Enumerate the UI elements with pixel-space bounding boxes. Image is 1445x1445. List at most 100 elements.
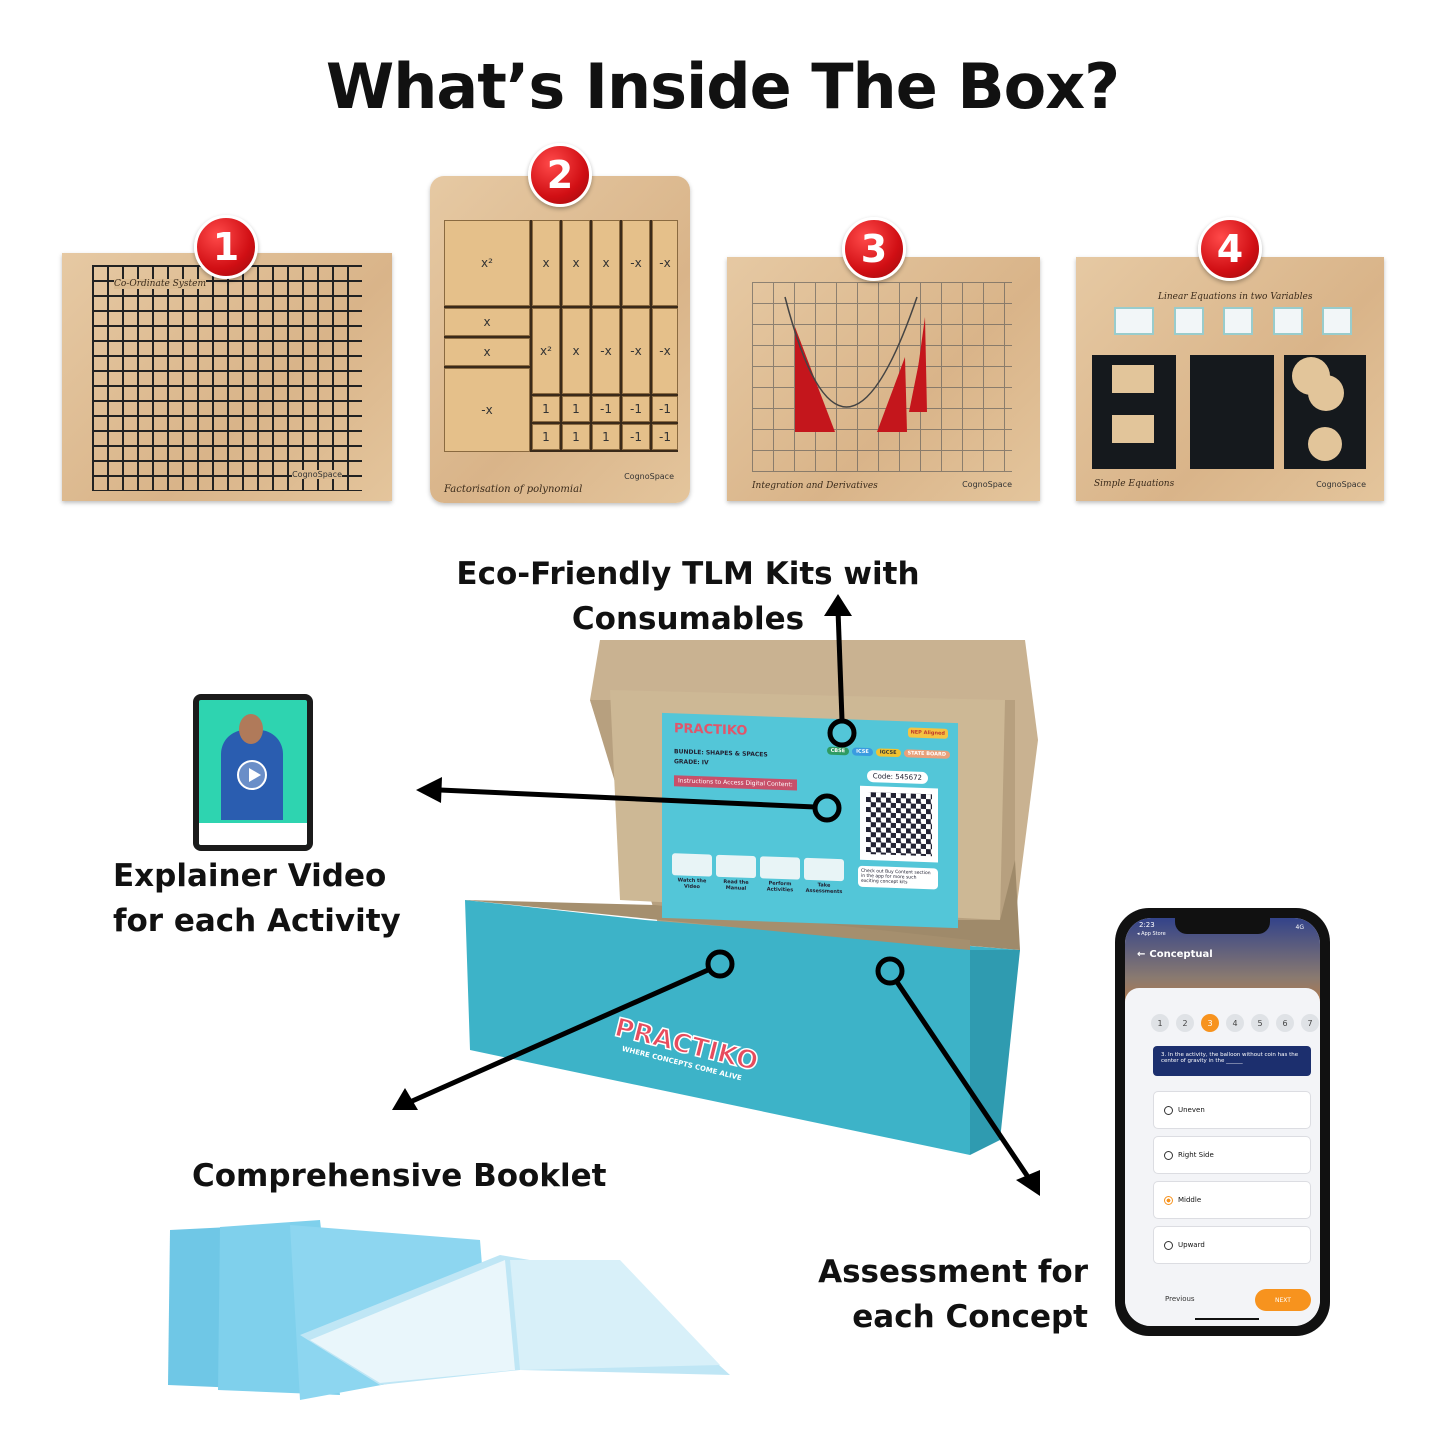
radio-icon[interactable]: [1164, 1240, 1173, 1250]
caption-line: Explainer Video: [113, 858, 387, 894]
home-indicator: [1195, 1318, 1259, 1320]
answer-option[interactable]: Middle: [1153, 1181, 1311, 1219]
option-label: Upward: [1178, 1241, 1205, 1249]
algebra-tile: 1: [562, 424, 590, 450]
algebra-tile: -x: [622, 308, 650, 394]
brand-logo: CognoSpace: [292, 470, 342, 479]
step-3[interactable]: 3: [1201, 1014, 1219, 1032]
previous-button[interactable]: Previous: [1165, 1295, 1195, 1303]
box-insert-brand: PRACTIKO: [674, 721, 748, 739]
next-button[interactable]: NEXT: [1255, 1289, 1311, 1311]
usage-step-label: Watch the Video: [677, 877, 707, 891]
coin: [1308, 375, 1344, 411]
algebra-tile: -x: [444, 368, 530, 452]
step-5[interactable]: 5: [1251, 1014, 1269, 1032]
usage-step: Watch the Video: [672, 853, 712, 890]
algebra-tile: x²: [444, 220, 530, 306]
option-label: Right Side: [1178, 1151, 1214, 1159]
radio-icon[interactable]: [1164, 1150, 1173, 1160]
kit-coordinate-board: Co-Ordinate System CognoSpace: [62, 253, 392, 501]
instructions: Instructions to Access Digital Content:: [674, 775, 797, 791]
algebra-tile: x: [444, 338, 530, 366]
badge-2: 2: [528, 143, 592, 207]
radio-icon[interactable]: [1164, 1105, 1173, 1115]
arrowhead-icon: [392, 1088, 418, 1110]
arrowhead-icon: [1016, 1170, 1040, 1196]
kit-label: Linear Equations in two Variables: [1158, 292, 1313, 302]
usage-step-label: Perform Activities: [766, 880, 794, 894]
algebra-tile: x: [444, 308, 530, 336]
step-4[interactable]: 4: [1226, 1014, 1244, 1032]
arrowhead-icon: [416, 777, 442, 803]
kit-label: Factorisation of polynomial: [444, 484, 583, 495]
status-network: 4G: [1295, 924, 1304, 931]
curve-cutouts: [784, 296, 927, 432]
usage-step-label: Take Assessments: [805, 882, 843, 896]
algebra-tile: x: [592, 220, 620, 306]
status-back-app[interactable]: ◂ App Store: [1137, 931, 1166, 937]
algebra-tile: 1: [592, 424, 620, 450]
kit-linear-equations-board: Linear Equations in two Variables Simple…: [1076, 257, 1384, 501]
step-7[interactable]: 7: [1301, 1014, 1319, 1032]
kit-integration-board: Integration and Derivatives CognoSpace: [727, 257, 1040, 501]
algebra-tile: 1: [562, 396, 590, 422]
answer-option[interactable]: Uneven: [1153, 1091, 1311, 1129]
usage-steps: Watch the Video Read the Manual Perform …: [672, 853, 844, 895]
caption-video: Explainer Video for each Activity: [113, 854, 401, 944]
notch: [1175, 918, 1270, 934]
symbol-cards: [1114, 307, 1352, 335]
caption-assessment: Assessment for each Concept: [780, 1250, 1088, 1340]
tile: [1112, 415, 1154, 443]
algebra-tile: 1: [532, 424, 560, 450]
usage-step-label: Read the Manual: [723, 878, 749, 892]
brand-logo: CognoSpace: [962, 480, 1012, 489]
booklets: [168, 1220, 730, 1400]
usage-step: Perform Activities: [760, 856, 800, 893]
peg-grid: [92, 265, 362, 491]
tablet: [193, 694, 313, 851]
back-button[interactable]: ←Conceptual: [1137, 949, 1213, 960]
algebra-tile: -x: [592, 308, 620, 394]
step-6[interactable]: 6: [1276, 1014, 1294, 1032]
algebra-tile: x²: [532, 308, 560, 394]
kit-sublabel: Simple Equations: [1094, 479, 1175, 489]
algebra-tile: x: [562, 308, 590, 394]
brand-logo: CognoSpace: [624, 472, 674, 481]
algebra-tile: -1: [652, 396, 678, 422]
badge-4: 4: [1198, 217, 1262, 281]
algebra-tile: -1: [592, 396, 620, 422]
answer-option[interactable]: Right Side: [1153, 1136, 1311, 1174]
usage-step: Read the Manual: [716, 854, 756, 892]
nep-badge: NEP Aligned: [907, 727, 948, 739]
algebra-tile: -x: [652, 308, 678, 394]
play-icon[interactable]: [237, 760, 267, 790]
algebra-tile: -x: [622, 220, 650, 306]
board-pill: STATE BOARD: [903, 749, 950, 759]
algebra-tile: -1: [622, 396, 650, 422]
kit-label: Co-Ordinate System: [114, 279, 206, 289]
usage-step: Take Assessments: [804, 857, 844, 896]
video-thumbnail: [199, 700, 307, 845]
tray-middle: [1190, 355, 1274, 469]
radio-icon[interactable]: [1164, 1195, 1173, 1205]
kit-label: Integration and Derivatives: [752, 481, 878, 491]
access-code: Code: 545672: [866, 769, 928, 785]
step-1[interactable]: 1: [1151, 1014, 1169, 1032]
caption-tlm-kits: Eco-Friendly TLM Kits with Consumables: [456, 556, 920, 637]
badge-3: 3: [842, 217, 906, 281]
page-title: What’s Inside The Box?: [325, 50, 1120, 123]
question-text: 3. In the activity, the balloon without …: [1153, 1046, 1311, 1076]
board-pill: CBSE: [826, 746, 850, 756]
qr-code: [860, 785, 938, 863]
caption-line: for each Activity: [113, 903, 401, 939]
board-pill: ICSE: [852, 747, 873, 757]
status-time: 2:23: [1139, 921, 1155, 929]
step-2[interactable]: 2: [1176, 1014, 1194, 1032]
algebra-tile: x: [562, 220, 590, 306]
answer-option[interactable]: Upward: [1153, 1226, 1311, 1264]
